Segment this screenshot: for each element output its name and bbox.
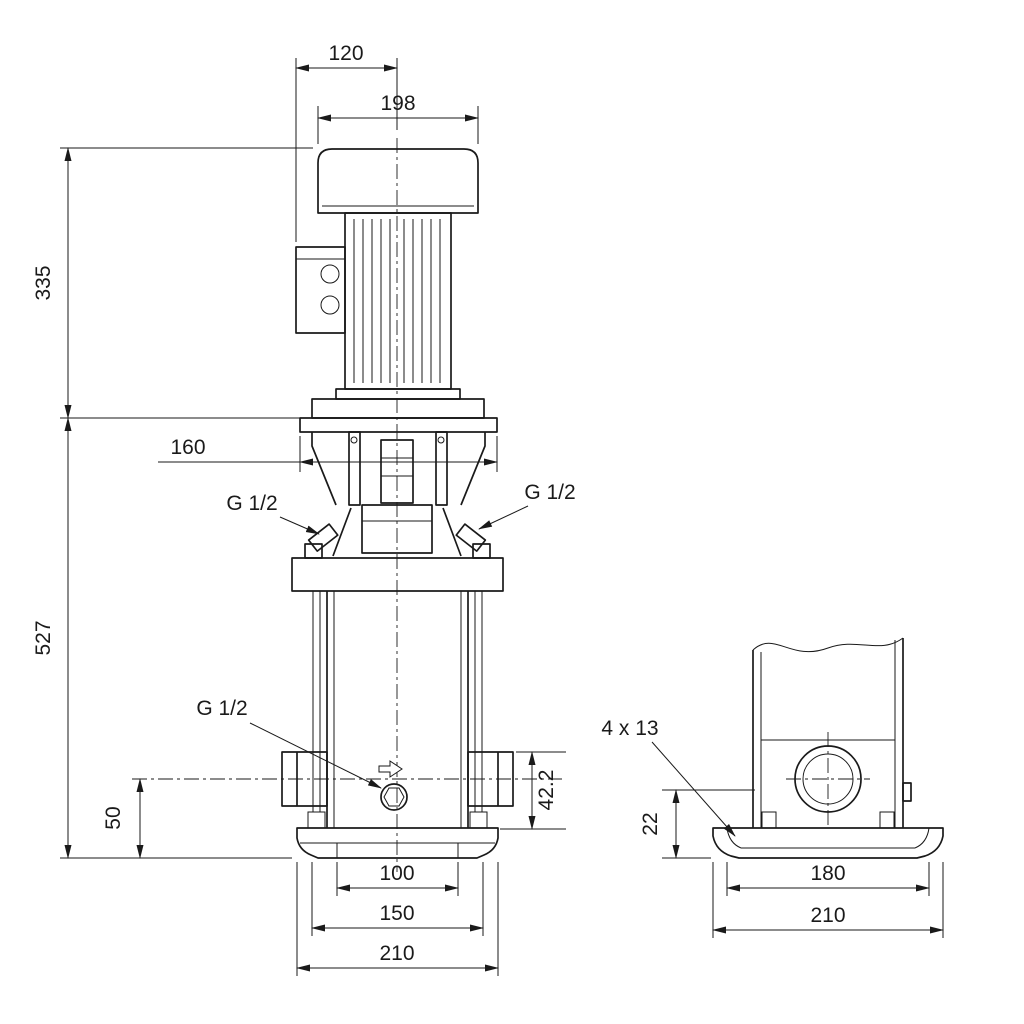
motor-fins — [353, 219, 441, 383]
lantern-side-right — [460, 432, 486, 506]
motor-flange-upper — [335, 388, 461, 400]
motor-body — [344, 212, 452, 390]
drain-plug — [380, 783, 408, 811]
dim-label-120: 120 — [328, 42, 363, 65]
drain-plug-hex — [383, 787, 405, 807]
front-view — [281, 148, 514, 859]
extension-lines — [60, 58, 944, 976]
cable-entry-hole — [320, 264, 340, 284]
side-clamp-tab — [902, 782, 912, 802]
discharge-port — [467, 751, 514, 807]
column-details — [307, 590, 488, 829]
coupling-guard-left — [348, 431, 361, 506]
pump-head-block — [361, 504, 433, 554]
port-label-g12-drain: G 1/2 — [196, 697, 247, 720]
pump-head — [291, 504, 504, 592]
base-fillet-right — [914, 827, 930, 849]
tie-rod-nut-bottom-left — [307, 811, 326, 829]
head-shoulder-left — [332, 507, 352, 557]
dim-label-210-side: 210 — [810, 904, 845, 927]
leader-bolt-holes — [651, 741, 736, 837]
port-label-g12-left: G 1/2 — [226, 492, 277, 515]
vent-plug-right — [455, 523, 487, 552]
side-foot-left — [761, 811, 777, 829]
leader-vent-left — [279, 516, 320, 535]
head-flange — [291, 557, 504, 592]
dim-label-50: 50 — [102, 806, 125, 829]
head-shoulder-right — [442, 507, 462, 557]
dim-label-22: 22 — [639, 812, 662, 835]
side-view — [712, 637, 944, 859]
dimension-labels: 120 198 335 527 160 G 1/2 G 1/2 G 1/2 42… — [32, 42, 846, 965]
base-fillet-left — [726, 827, 742, 849]
dim-label-198: 198 — [380, 92, 415, 115]
base-details — [300, 842, 495, 858]
break-line — [752, 637, 904, 653]
lantern — [311, 431, 486, 506]
pump-column — [281, 591, 514, 828]
coupling-guard-right — [435, 431, 448, 506]
flow-arrow — [378, 760, 403, 778]
side-details — [726, 637, 930, 849]
dim-label-160: 160 — [170, 436, 205, 459]
dim-label-bolt-holes: 4 x 13 — [601, 717, 658, 740]
dim-label-335: 335 — [32, 265, 55, 300]
dim-label-210-front: 210 — [379, 942, 414, 965]
terminal-box — [295, 246, 346, 334]
cable-entry-hole — [320, 295, 340, 315]
dim-label-527: 527 — [32, 620, 55, 655]
side-port-bore — [802, 753, 854, 805]
side-port-circle — [794, 745, 862, 813]
dim-label-150: 150 — [379, 902, 414, 925]
port-label-g12-right: G 1/2 — [524, 481, 575, 504]
dim-label-42-2: 42.2 — [535, 770, 558, 811]
side-foot-right — [879, 811, 895, 829]
lantern-side-left — [311, 432, 337, 506]
pump-base — [296, 827, 499, 859]
motor-flange-lower — [311, 398, 485, 419]
motor — [295, 148, 498, 433]
coupling — [380, 439, 414, 504]
motor-details — [296, 205, 474, 383]
base-profile — [296, 827, 499, 859]
side-sleeve — [712, 638, 944, 859]
suction-port — [281, 751, 328, 807]
motor-fan-cover — [317, 148, 479, 214]
tie-rod-nut-bottom-right — [469, 811, 488, 829]
leader-vent-right — [478, 505, 529, 530]
vent-plug-left — [307, 523, 339, 552]
side-base-profile — [712, 827, 944, 859]
dim-label-180: 180 — [810, 862, 845, 885]
coupling-details — [350, 436, 445, 477]
dimension-lines — [64, 64, 944, 972]
motor-stool-plate — [299, 417, 498, 433]
leader-drain — [249, 722, 382, 789]
dim-label-100: 100 — [379, 862, 414, 885]
